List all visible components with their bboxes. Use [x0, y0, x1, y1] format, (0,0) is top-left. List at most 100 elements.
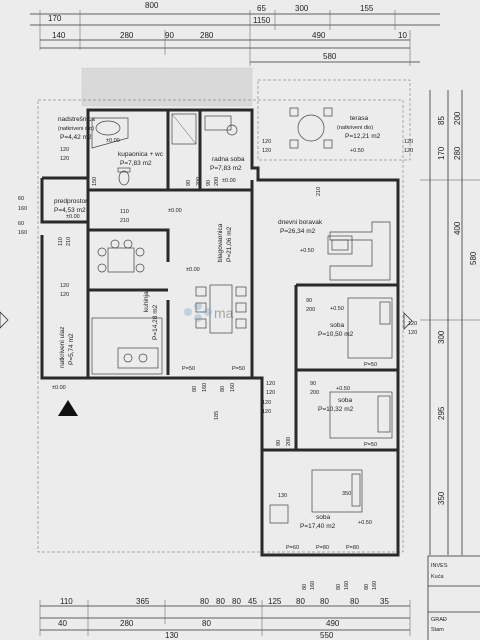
svg-text:120: 120 — [262, 139, 271, 145]
svg-text:200: 200 — [310, 390, 319, 396]
room-name-blagovaonica: blagovaonica — [217, 223, 224, 262]
svg-text:90: 90 — [186, 180, 192, 186]
dim-top-10: 10 — [398, 31, 407, 40]
room-labels: nadstrešnica (natkriveni dio) P=4,42 m2 … — [54, 115, 381, 530]
title-block: INVES Kuća GRAĐ Stam — [427, 555, 480, 640]
room-area-dnevni-boravak: P=26,34 m2 — [280, 228, 316, 235]
svg-text:120: 120 — [60, 283, 69, 289]
svg-text:120: 120 — [60, 147, 69, 153]
svg-text:P=50: P=50 — [232, 366, 245, 372]
dim-bottom-40: 40 — [58, 619, 67, 628]
svg-text:P=50: P=50 — [364, 362, 377, 368]
dim-right-85: 85 — [437, 116, 446, 125]
room-area-nadstresnica: P=4,42 m2 — [60, 134, 92, 141]
room-area-terasa: P=12,21 m2 — [345, 133, 381, 140]
bathtub — [91, 117, 129, 149]
svg-text:350: 350 — [342, 491, 351, 497]
dim-right-170: 170 — [437, 146, 446, 160]
terrace-table — [289, 107, 333, 149]
room-name-nadstresnica: nadstrešnica — [58, 116, 95, 123]
dim-bottom-45: 45 — [248, 597, 257, 606]
svg-text:110: 110 — [120, 209, 129, 215]
svg-text:185: 185 — [214, 411, 220, 420]
svg-text:60: 60 — [18, 221, 24, 227]
dim-bottom-80c: 80 — [232, 597, 241, 606]
level-living: +0.50 — [300, 248, 314, 254]
svg-text:80: 80 — [336, 584, 342, 590]
bed-3 — [269, 469, 363, 524]
title-line-3: GRAĐ — [431, 617, 447, 623]
svg-text:120: 120 — [262, 148, 271, 154]
svg-text:160: 160 — [202, 383, 208, 392]
svg-text:200: 200 — [196, 177, 202, 186]
svg-text:120: 120 — [404, 148, 413, 154]
room-sub-nadstresnica: (natkriveni dio) — [58, 126, 94, 132]
room-area-natkriveni-ulaz: P=5,74 m2 — [68, 333, 75, 365]
level-predprostor: ±0.00 — [66, 214, 80, 220]
svg-text:90: 90 — [206, 180, 212, 186]
dim-right-295: 295 — [437, 406, 446, 420]
room-name-soba-3: soba — [316, 514, 330, 521]
dim-top-155: 155 — [360, 4, 374, 13]
level-office: ±0.00 — [222, 178, 236, 184]
room-area-soba-2: P=10,32 m2 — [318, 406, 354, 413]
dim-top-170: 170 — [48, 14, 62, 23]
bed-1 — [347, 297, 393, 359]
dining-table — [195, 284, 247, 334]
svg-text:160: 160 — [18, 206, 27, 212]
room-name-soba-1: soba — [330, 322, 344, 329]
dim-bottom-125: 125 — [268, 597, 282, 606]
top-dimension-lines — [30, 10, 440, 66]
svg-text:210: 210 — [316, 187, 322, 196]
section-marker-right — [403, 312, 413, 330]
svg-text:P=80: P=80 — [316, 545, 329, 551]
level-room2: +0.50 — [336, 386, 350, 392]
room-area-kuhinja: P=14,28 m2 — [152, 304, 159, 340]
dim-top-140: 140 — [52, 31, 66, 40]
level-room3: +0.50 — [358, 520, 372, 526]
svg-text:P=60: P=60 — [286, 545, 299, 551]
dim-top-1150: 1150 — [253, 16, 271, 25]
coffee-table — [327, 235, 353, 255]
svg-text:P=80: P=80 — [346, 545, 359, 551]
svg-text:200: 200 — [306, 307, 315, 313]
svg-text:90: 90 — [310, 381, 316, 387]
level-hall: ±0.00 — [168, 208, 182, 214]
dim-top-280b: 280 — [200, 31, 214, 40]
watermark-text: ma — [214, 305, 234, 321]
dim-top-490: 490 — [312, 31, 326, 40]
dim-bottom-80d: 80 — [296, 597, 305, 606]
svg-text:P=50: P=50 — [182, 366, 195, 372]
level-markers: ±0.00 ±0.00 ±0.00 ±0.00 +0.50 +0.50 ±0.0… — [52, 138, 372, 526]
north-arrow-marker — [58, 400, 78, 416]
dim-right-350: 350 — [437, 491, 446, 505]
svg-text:120: 120 — [404, 139, 413, 145]
toilet — [117, 167, 131, 186]
svg-text:210: 210 — [120, 218, 129, 224]
opening-labels: 120 120 120 120 120 120 60 160 60 160 11… — [18, 139, 417, 551]
dim-bottom-80e: 80 — [320, 597, 329, 606]
right-dimension-lines — [420, 90, 480, 555]
svg-text:120: 120 — [262, 400, 271, 406]
svg-text:160: 160 — [372, 581, 378, 590]
dim-right-280: 280 — [453, 146, 462, 160]
svg-text:160: 160 — [344, 581, 350, 590]
dim-bottom-550: 550 — [320, 631, 334, 640]
dim-bottom-280: 280 — [120, 619, 134, 628]
svg-text:120: 120 — [262, 409, 271, 415]
svg-text:130: 130 — [278, 493, 287, 499]
svg-text:120: 120 — [60, 156, 69, 162]
room-area-soba-3: P=17,40 m2 — [300, 523, 336, 530]
level-room1: +0.50 — [330, 306, 344, 312]
dim-top-800: 800 — [145, 1, 159, 10]
svg-text:120: 120 — [60, 292, 69, 298]
svg-text:120: 120 — [408, 321, 417, 327]
dim-right-300: 300 — [437, 330, 446, 344]
bottom-dimension-lines — [39, 600, 411, 636]
svg-text:90: 90 — [276, 440, 282, 446]
title-line-1: INVES — [431, 563, 448, 569]
svg-text:80: 80 — [220, 386, 226, 392]
pergola-hatch — [81, 67, 253, 107]
room-name-kuhinja: kuhinja — [143, 291, 150, 312]
